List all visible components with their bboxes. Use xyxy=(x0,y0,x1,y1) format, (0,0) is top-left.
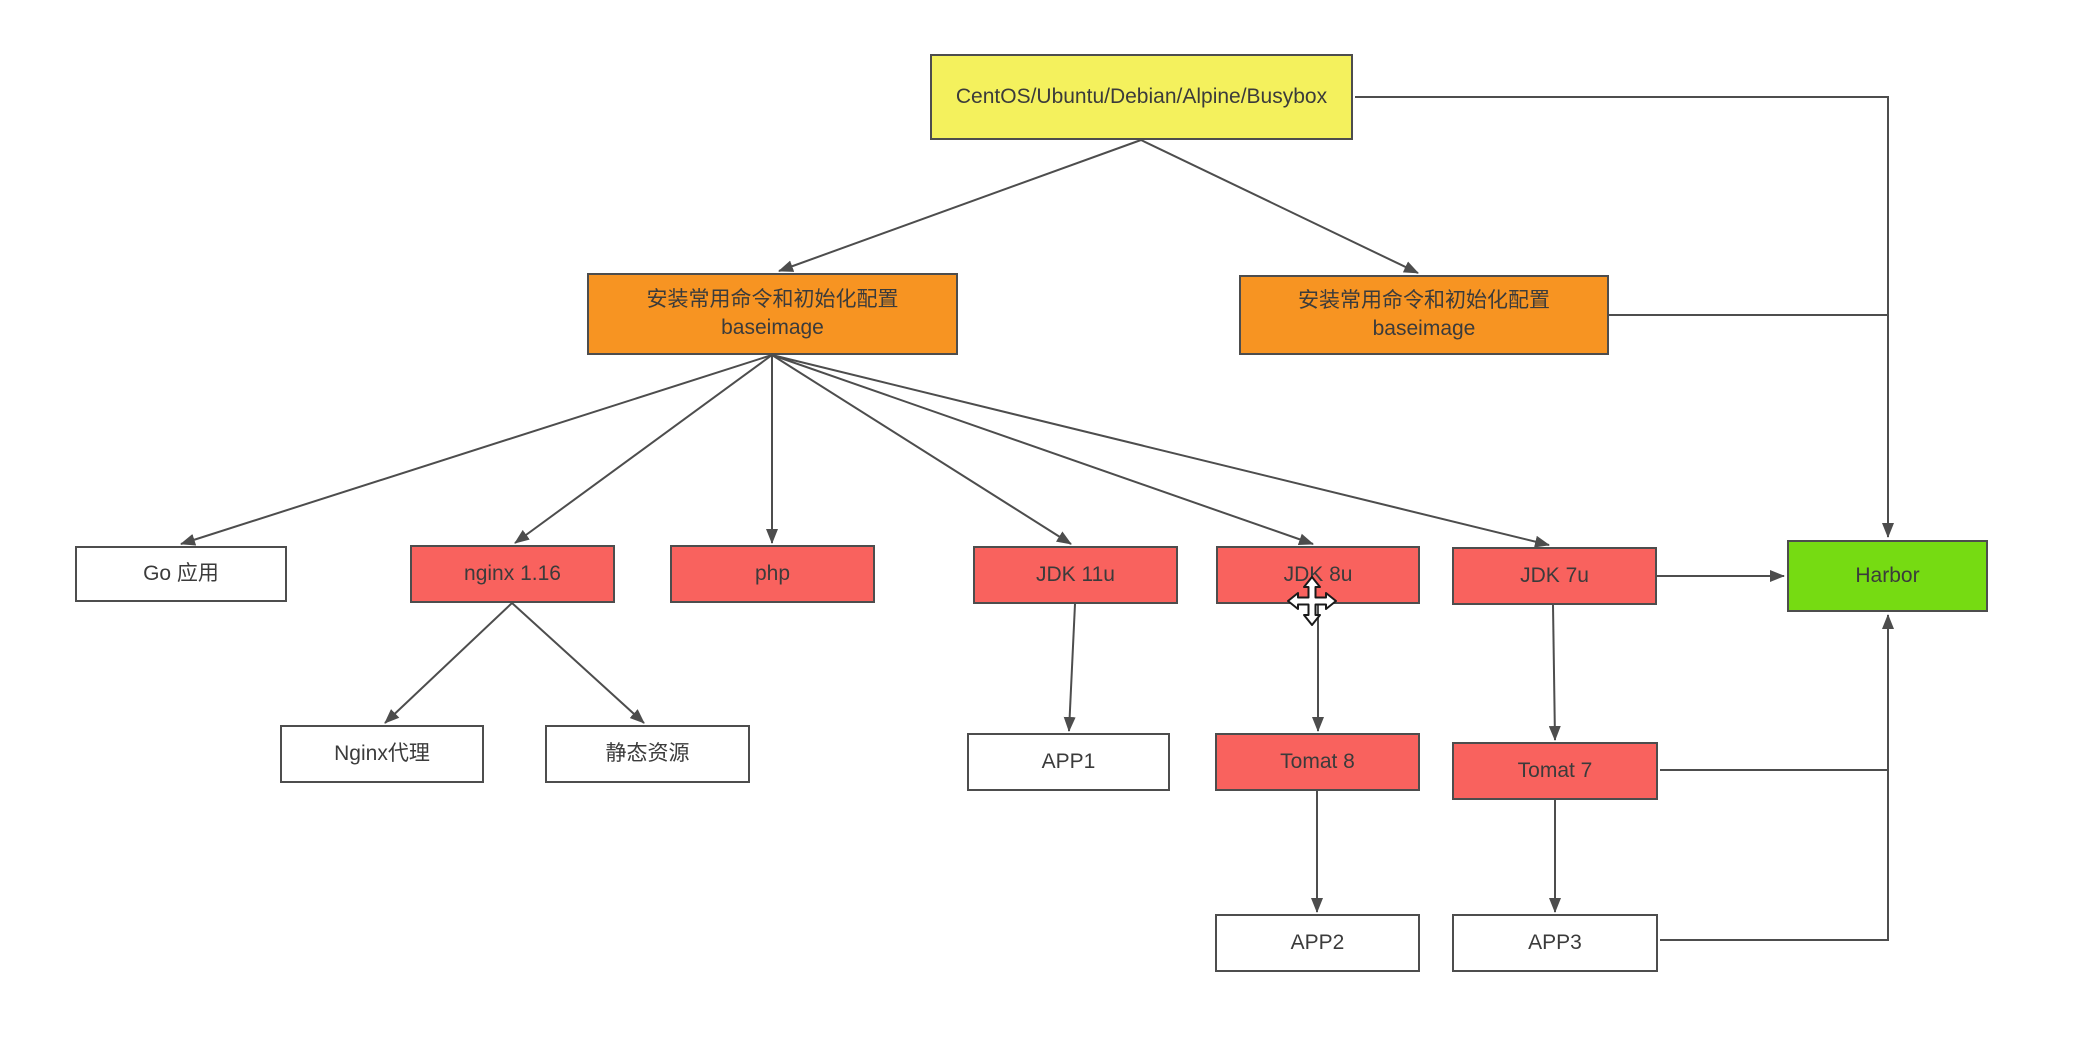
node-jdk7[interactable]: JDK 7u xyxy=(1452,547,1657,605)
node-static-resources[interactable]: 静态资源 xyxy=(545,725,750,783)
edge-baseimage_left-to-go xyxy=(180,354,773,546)
node-php-label: php xyxy=(754,561,791,585)
node-nginx-proxy-label: Nginx代理 xyxy=(334,741,430,765)
node-jdk8-label: JDK 8u xyxy=(1283,562,1353,586)
node-tomat7[interactable]: Tomat 7 xyxy=(1452,742,1658,800)
node-harbor-label: Harbor xyxy=(1855,563,1920,587)
node-app1[interactable]: APP1 xyxy=(967,733,1170,791)
node-baseimage-right-line1: 安装常用命令和初始化配置 xyxy=(1298,288,1550,312)
node-baseimage-left[interactable]: 安装常用命令和初始化配置 baseimage xyxy=(587,273,958,355)
node-go-app[interactable]: Go 应用 xyxy=(75,546,287,602)
node-go-app-label: Go 应用 xyxy=(143,561,219,585)
node-jdk7-label: JDK 7u xyxy=(1520,563,1589,587)
node-jdk11-label: JDK 11u xyxy=(1036,562,1115,586)
node-os-base[interactable]: CentOS/Ubuntu/Debian/Alpine/Busybox xyxy=(930,54,1353,140)
edge-os-to-baseimage_left xyxy=(778,139,1142,272)
edge-baseimage_left-to-jdk11 xyxy=(771,354,1072,545)
edge-os-to-harbor xyxy=(1355,96,1894,538)
node-app3-label: APP3 xyxy=(1528,930,1582,954)
node-tomat7-label: Tomat 7 xyxy=(1517,758,1593,782)
node-os-base-label: CentOS/Ubuntu/Debian/Alpine/Busybox xyxy=(955,84,1328,108)
node-baseimage-right[interactable]: 安装常用命令和初始化配置 baseimage xyxy=(1239,275,1609,355)
edge-jdk7-to-tomat7 xyxy=(1548,604,1561,741)
node-baseimage-left-line1: 安装常用命令和初始化配置 xyxy=(646,287,899,311)
edge-app3-to-harbor xyxy=(1660,614,1894,941)
node-tomat8-label: Tomat 8 xyxy=(1280,749,1355,773)
node-nginx-label: nginx 1.16 xyxy=(464,561,561,585)
node-jdk11[interactable]: JDK 11u xyxy=(973,546,1178,604)
node-nginx[interactable]: nginx 1.16 xyxy=(410,545,615,603)
node-harbor[interactable]: Harbor xyxy=(1787,540,1988,612)
node-app3[interactable]: APP3 xyxy=(1452,914,1658,972)
node-baseimage-left-line2: baseimage xyxy=(721,316,824,339)
node-tomat8[interactable]: Tomat 8 xyxy=(1215,733,1420,791)
move-cursor-icon xyxy=(1287,576,1337,626)
edge-nginx-to-nginx_proxy xyxy=(384,602,513,724)
edge-nginx-to-static_res xyxy=(511,602,645,724)
edge-jdk11-to-app1 xyxy=(1063,603,1076,732)
edge-baseimage_left-to-jdk7 xyxy=(771,354,1550,548)
node-app1-label: APP1 xyxy=(1041,749,1096,773)
node-static-resources-label: 静态资源 xyxy=(605,741,690,765)
node-jdk8[interactable]: JDK 8u xyxy=(1216,546,1420,604)
node-baseimage-right-line2: baseimage xyxy=(1372,317,1476,340)
edge-os-to-baseimage_right xyxy=(1140,139,1419,274)
edge-baseimage_left-to-jdk8 xyxy=(771,354,1314,546)
node-app2[interactable]: APP2 xyxy=(1215,914,1420,972)
node-nginx-proxy[interactable]: Nginx代理 xyxy=(280,725,484,783)
node-app2-label: APP2 xyxy=(1290,930,1345,954)
edge-baseimage_left-to-nginx xyxy=(514,354,773,544)
node-php[interactable]: php xyxy=(670,545,875,603)
